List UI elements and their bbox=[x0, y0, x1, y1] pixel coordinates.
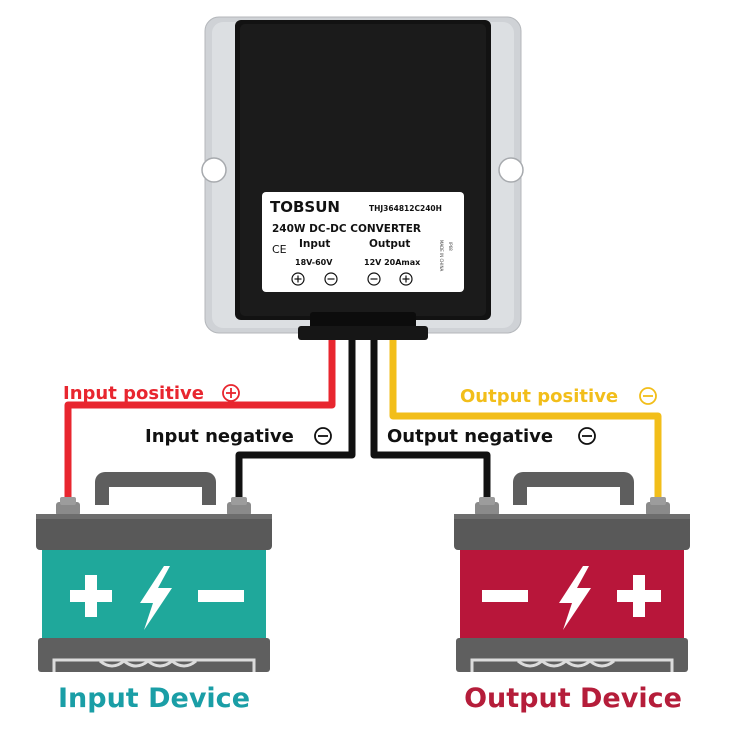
input-device-battery bbox=[36, 472, 272, 672]
plus-circle-icon bbox=[222, 384, 240, 402]
minus-sign-icon bbox=[198, 590, 244, 602]
minus-circle-icon bbox=[639, 387, 657, 405]
ce-mark-icon: CE bbox=[272, 243, 287, 256]
output-positive-wire bbox=[389, 340, 662, 505]
side-text-ip: IP68 bbox=[448, 242, 453, 251]
input-negative-label: Input negative bbox=[145, 426, 294, 447]
minus-circle-icon bbox=[324, 272, 338, 286]
minus-circle-icon bbox=[578, 427, 596, 445]
dc-dc-converter: TOBSUN THJ364812C240H 240W DC-DC CONVERT… bbox=[201, 16, 524, 340]
output-negative-wire bbox=[370, 340, 491, 505]
mounting-hole-left bbox=[201, 157, 227, 183]
minus-circle-icon bbox=[367, 272, 381, 286]
converter-description: 240W DC-DC CONVERTER bbox=[272, 223, 421, 235]
lightning-bolt-icon bbox=[140, 566, 172, 630]
output-positive-terminal bbox=[646, 497, 670, 516]
input-negative-wire bbox=[235, 340, 356, 505]
input-positive-label: Input positive bbox=[63, 383, 204, 404]
lightning-bolt-icon bbox=[559, 566, 591, 630]
input-positive-wire bbox=[64, 340, 336, 505]
plus-sign-icon bbox=[70, 575, 112, 617]
mounting-hole-right bbox=[498, 157, 524, 183]
side-text-made-in: MADE IN CHINA bbox=[439, 240, 444, 271]
model-number: THJ364812C240H bbox=[369, 204, 442, 213]
output-spec: 12V 20Amax bbox=[364, 258, 421, 267]
minus-circle-icon bbox=[314, 427, 332, 445]
output-spec-label: Output bbox=[369, 238, 410, 250]
plus-circle-icon bbox=[399, 272, 413, 286]
output-device-battery bbox=[454, 472, 690, 672]
output-positive-label: Output positive bbox=[460, 386, 618, 407]
converter-label bbox=[262, 192, 464, 292]
input-device-label: Input Device bbox=[58, 683, 250, 714]
brand-name: TOBSUN bbox=[270, 198, 340, 216]
plus-circle-icon bbox=[291, 272, 305, 286]
input-range: 18V-60V bbox=[295, 258, 333, 267]
plus-sign-icon bbox=[617, 575, 661, 617]
output-device-label: Output Device bbox=[464, 683, 682, 714]
input-spec-label: Input bbox=[299, 238, 330, 250]
output-negative-terminal bbox=[475, 497, 499, 516]
output-negative-label: Output negative bbox=[387, 426, 553, 447]
input-positive-terminal bbox=[56, 497, 80, 516]
input-negative-terminal bbox=[227, 497, 251, 516]
minus-sign-icon bbox=[482, 590, 528, 602]
